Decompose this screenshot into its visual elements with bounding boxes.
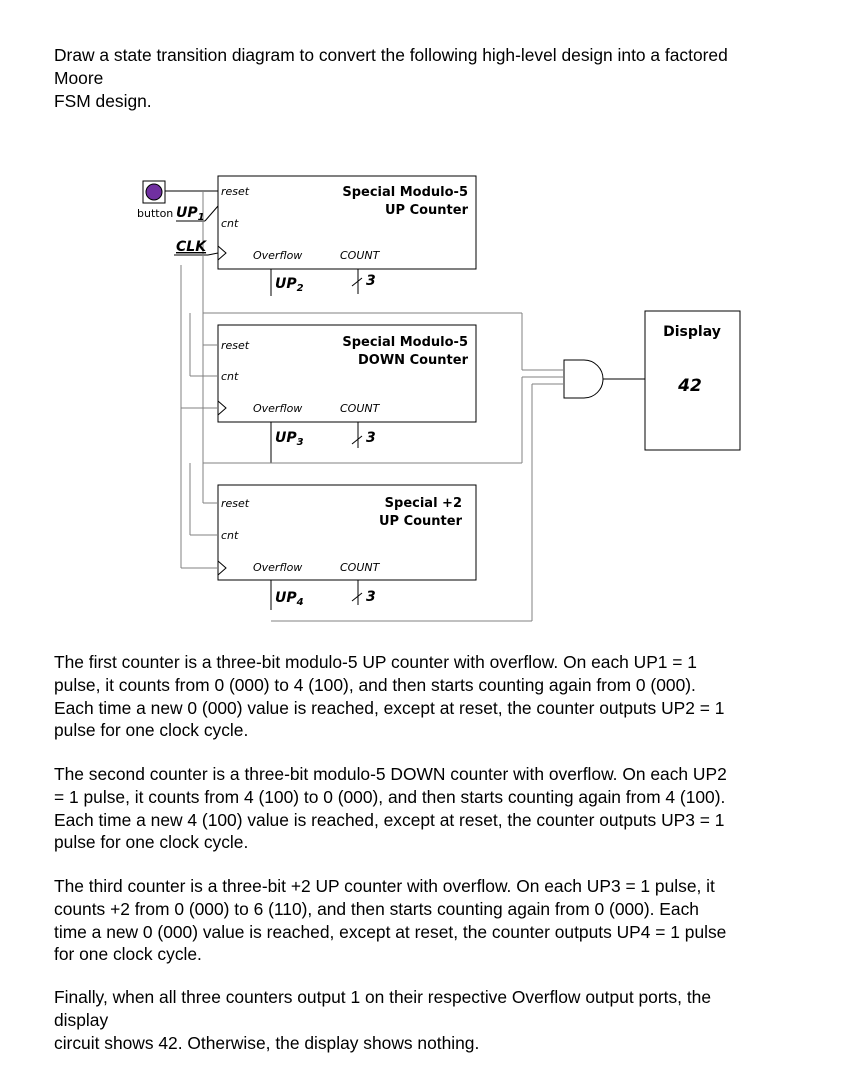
paragraph-line: display <box>54 1009 109 1030</box>
paragraph-line: pulse for one clock cycle. <box>54 720 249 741</box>
counter2-title: Special Modulo-5 <box>342 335 468 350</box>
display-value: 42 <box>677 376 702 396</box>
counter1-reset-port: reset <box>221 185 250 198</box>
paragraph-line: pulse, it counts from 0 (000) to 4 (100)… <box>54 674 696 695</box>
up3-label: UP3 <box>275 430 304 448</box>
counter2-box <box>217 324 477 423</box>
counter2-subtitle: DOWN Counter <box>358 353 469 368</box>
counter3-box <box>217 484 477 581</box>
up2-label: UP2 <box>275 276 304 294</box>
paragraph-line: counts +2 from 0 (000) to 6 (110), and t… <box>54 898 699 919</box>
question-line: Moore <box>54 67 104 88</box>
paragraph-line: pulse for one clock cycle. <box>54 832 249 853</box>
display-title: Display <box>663 324 721 340</box>
paragraph-counter1: The first counter is a three-bit modulo-… <box>54 651 814 742</box>
question-text: Draw a state transition diagram to conve… <box>54 44 814 112</box>
counter2-bus-width: 3 <box>366 430 376 446</box>
paragraph-line: time a new 0 (000) value is reached, exc… <box>54 921 727 942</box>
question-line: Draw a state transition diagram to conve… <box>54 45 728 65</box>
counter3-cnt-port: cnt <box>221 529 239 542</box>
up4-label: UP4 <box>275 590 304 608</box>
counter1-overflow-port: Overflow <box>253 249 302 262</box>
display-box <box>644 310 741 451</box>
paragraph-line: Finally, when all three counters output … <box>54 987 712 1007</box>
paragraph-display: Finally, when all three counters output … <box>54 986 814 1054</box>
counter1-title: Special Modulo-5 <box>342 185 468 200</box>
counter1-cnt-port: cnt <box>221 217 239 230</box>
counter1-subtitle: UP Counter <box>385 203 469 218</box>
paragraph-line: The third counter is a three-bit +2 UP c… <box>54 876 715 896</box>
and-gate <box>563 359 604 399</box>
paragraph-line: circuit shows 42. Otherwise, the display… <box>54 1032 480 1053</box>
counter1-bus-width: 3 <box>366 273 376 289</box>
paragraph-counter3: The third counter is a three-bit +2 UP c… <box>54 875 814 966</box>
counter3-title: Special +2 <box>385 496 462 511</box>
paragraph-line: The second counter is a three-bit modulo… <box>54 764 727 784</box>
counter3-bus-width: 3 <box>366 589 376 605</box>
paragraph-line: Each time a new 4 (100) value is reached… <box>54 809 725 830</box>
counter3-overflow-port: Overflow <box>253 561 302 574</box>
clk-label: CLK <box>176 239 207 255</box>
paragraph-line: The first counter is a three-bit modulo-… <box>54 652 697 672</box>
paragraph-counter2: The second counter is a three-bit modulo… <box>54 763 814 854</box>
counter2-reset-port: reset <box>221 339 250 352</box>
counter2-overflow-port: Overflow <box>253 402 302 415</box>
counter3-reset-port: reset <box>221 497 250 510</box>
button-label: button <box>137 207 173 220</box>
counter3-subtitle: UP Counter <box>379 514 463 529</box>
counter-block-diagram: button UP1 CLK reset cnt Special Modulo-… <box>137 175 741 622</box>
question-line: FSM design. <box>54 90 152 111</box>
paragraph-line: for one clock cycle. <box>54 944 202 965</box>
paragraph-line: Each time a new 0 (000) value is reached… <box>54 697 725 718</box>
counter1-box <box>217 175 477 270</box>
counter2-cnt-port: cnt <box>221 370 239 383</box>
counter3-count-port: COUNT <box>340 561 381 574</box>
counter1-count-port: COUNT <box>340 249 381 262</box>
up1-label: UP1 <box>176 205 205 223</box>
counter2-count-port: COUNT <box>340 402 381 415</box>
button-icon[interactable] <box>145 183 163 201</box>
paragraph-line: = 1 pulse, it counts from 4 (100) to 0 (… <box>54 786 726 807</box>
